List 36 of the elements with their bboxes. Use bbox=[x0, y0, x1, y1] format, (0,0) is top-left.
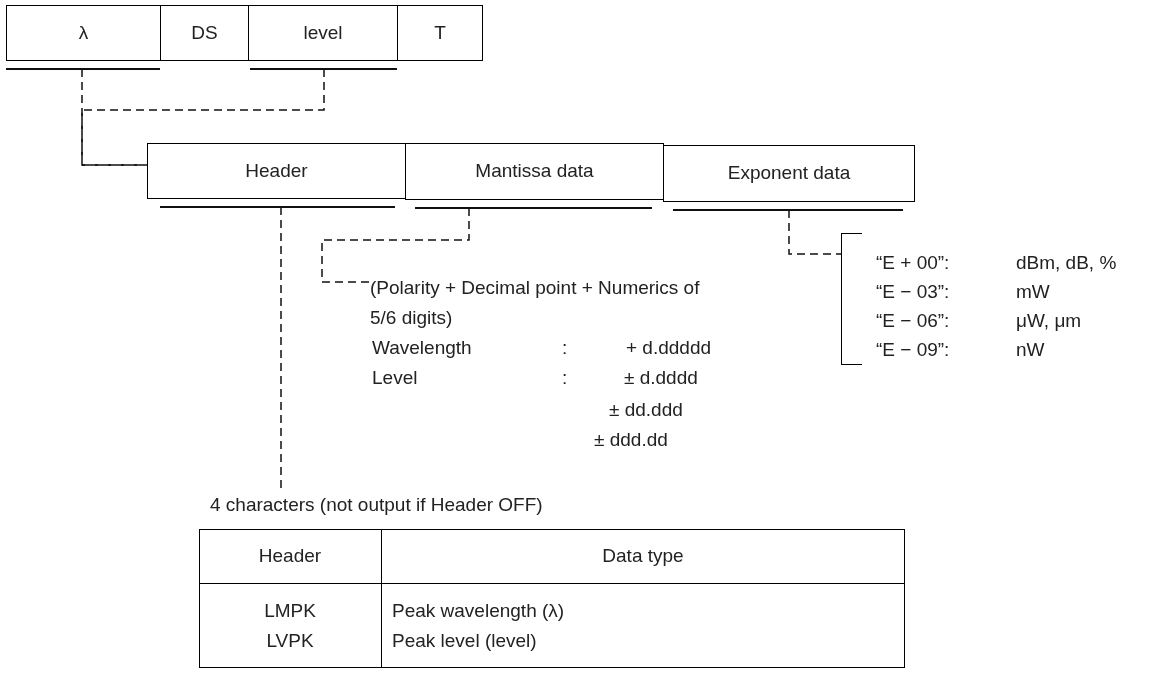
field-box: Mantissa data bbox=[405, 143, 664, 200]
table-cell-text: LVPK bbox=[265, 628, 315, 653]
unit-text: μW, μm bbox=[1016, 309, 1083, 333]
exponent-code: “E − 03”: bbox=[876, 280, 951, 304]
table-cell-text: Peak level (level) bbox=[392, 628, 538, 653]
note-text: 4 characters (not output if Header OFF) bbox=[210, 490, 650, 516]
dashed-leader-line bbox=[81, 68, 325, 166]
dashed-leader-line bbox=[321, 207, 470, 283]
format-text: : bbox=[562, 335, 569, 360]
format-text: Level bbox=[372, 365, 419, 390]
format-text: Wavelength bbox=[372, 335, 473, 360]
unit-text: mW bbox=[1016, 280, 1051, 304]
table-cell-text: Peak wavelength (λ) bbox=[392, 598, 566, 623]
field-box: Exponent data bbox=[663, 145, 915, 202]
format-text: : bbox=[562, 365, 569, 390]
table-cell-text: Data type bbox=[601, 543, 685, 568]
exponent-code: “E − 06”: bbox=[876, 309, 951, 333]
dashed-leader-line bbox=[81, 68, 148, 166]
format-text: ± d.dddd bbox=[624, 365, 699, 390]
note-text: (Polarity + Decimal point + Numerics of 5/6 digits) bbox=[370, 273, 715, 333]
field-box: level bbox=[248, 5, 398, 61]
exponent-code: “E + 00”: bbox=[876, 251, 951, 275]
unit-text: dBm, dB, % bbox=[1016, 251, 1117, 275]
unit-text: nW bbox=[1016, 338, 1046, 362]
dashed-leader-line bbox=[788, 209, 842, 255]
field-box: DS bbox=[160, 5, 249, 61]
format-text: ± dd.ddd bbox=[609, 397, 684, 422]
format-text: ± ddd.dd bbox=[594, 427, 669, 452]
table-cell-text: Header bbox=[257, 543, 323, 568]
dashed-leader-line bbox=[280, 206, 282, 491]
exponent-code: “E − 09”: bbox=[876, 338, 951, 362]
format-text: + d.ddddd bbox=[626, 335, 713, 360]
field-box: λ bbox=[6, 5, 161, 61]
table-cell-text: LMPK bbox=[263, 598, 317, 623]
field-box: T bbox=[397, 5, 483, 61]
field-box: Header bbox=[147, 143, 406, 199]
